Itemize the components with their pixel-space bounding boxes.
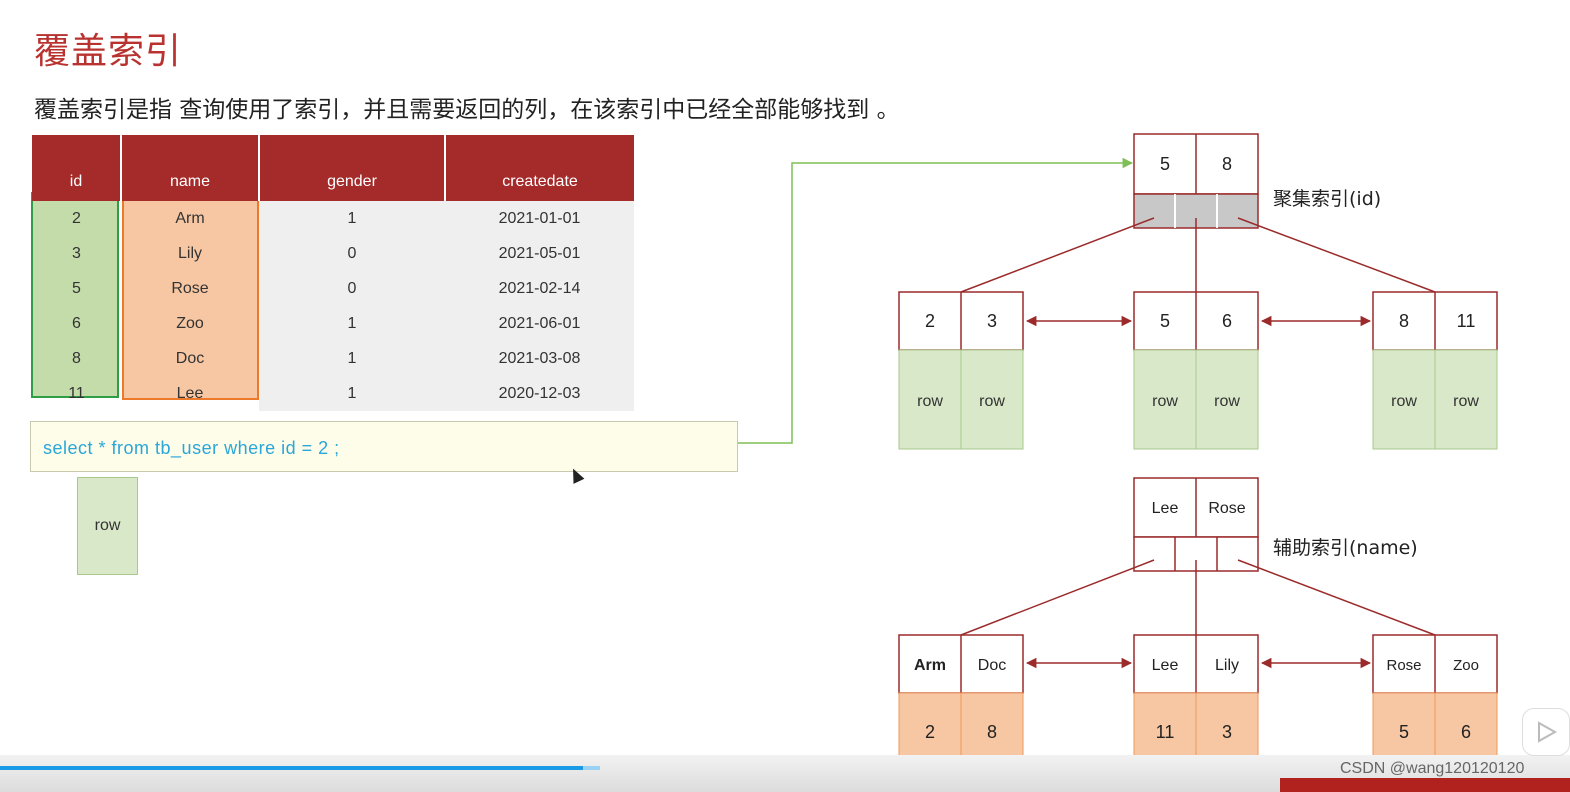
secondary-leaf-node: Arm Doc 2 8 bbox=[898, 634, 1024, 771]
cell-createdate: 2021-03-08 bbox=[445, 341, 634, 376]
clustered-index-label: 聚集索引(id) bbox=[1273, 188, 1382, 210]
cell-id: 8 bbox=[72, 349, 81, 367]
cell-id: 3 bbox=[72, 244, 81, 262]
leaf-value: 11 bbox=[1156, 722, 1175, 742]
cell-id: 2 bbox=[72, 209, 81, 227]
leaf-key: Lee bbox=[1152, 657, 1179, 674]
leaf-key: Arm bbox=[914, 657, 946, 674]
cell-gender: 1 bbox=[259, 306, 445, 341]
clustered-leaf-node: 8 11 row row bbox=[1372, 291, 1498, 450]
secondary-root-key: Rose bbox=[1208, 500, 1245, 517]
leaf-value: 6 bbox=[1461, 722, 1471, 742]
clustered-leaf-node: 5 6 row row bbox=[1133, 291, 1259, 450]
table-row: 6 Zoo 1 2021-06-01 bbox=[32, 306, 634, 341]
leaf-value: 3 bbox=[1222, 722, 1232, 742]
user-table: id name gender createdate 2 Arm 1 2021-0… bbox=[32, 135, 634, 411]
cell-name: Doc bbox=[175, 349, 205, 367]
header-id: id bbox=[32, 135, 122, 201]
leaf-value: row bbox=[979, 393, 1005, 410]
cell-id: 5 bbox=[72, 279, 81, 297]
secondary-index-tree: Lee Rose Arm Doc 2 8 Lee Lily 11 3 bbox=[898, 477, 1498, 771]
leaf-key: 11 bbox=[1457, 311, 1476, 331]
leaf-value: row bbox=[1391, 393, 1417, 410]
clustered-index-tree: 5 8 2 3 row row 5 6 row row bbox=[898, 133, 1498, 450]
leaf-key: Lily bbox=[1215, 657, 1239, 674]
sql-query-text: select * from tb_user where id = 2 ; bbox=[43, 438, 340, 458]
play-button[interactable] bbox=[1522, 708, 1570, 756]
sql-to-index-arrow bbox=[738, 157, 1134, 444]
leaf-key: 2 bbox=[925, 311, 935, 331]
leaf-key: Rose bbox=[1386, 657, 1421, 674]
cell-name: Zoo bbox=[176, 314, 204, 332]
page-title: 覆盖索引 bbox=[34, 31, 183, 72]
clustered-root-key: 5 bbox=[1160, 154, 1170, 174]
cell-createdate: 2020-12-03 bbox=[445, 376, 634, 411]
cell-createdate: 2021-06-01 bbox=[445, 306, 634, 341]
header-gender: gender bbox=[259, 135, 446, 201]
leaf-key: 6 bbox=[1222, 311, 1232, 331]
secondary-index-label: 辅助索引(name) bbox=[1273, 537, 1418, 559]
page-subtitle: 覆盖索引是指 查询使用了索引，并且需要返回的列，在该索引中已经全部能够找到 。 bbox=[34, 97, 900, 123]
cell-gender: 1 bbox=[259, 201, 445, 236]
cell-createdate: 2021-01-01 bbox=[445, 201, 634, 236]
table-row: 3 Lily 0 2021-05-01 bbox=[32, 236, 634, 271]
table-row: 8 Doc 1 2021-03-08 bbox=[32, 341, 634, 376]
cell-name: Lee bbox=[176, 384, 204, 402]
leaf-value: 8 bbox=[987, 722, 997, 742]
leaf-value: row bbox=[1214, 393, 1240, 410]
result-row: row bbox=[77, 477, 138, 575]
cell-id: 11 bbox=[68, 384, 85, 402]
video-buffer-bar bbox=[583, 766, 600, 770]
cell-name: Rose bbox=[171, 279, 209, 297]
cell-createdate: 2021-02-14 bbox=[445, 271, 634, 306]
leaf-value: row bbox=[1453, 393, 1479, 410]
header-name: name bbox=[121, 135, 260, 201]
watermark: CSDN @wang120120120 bbox=[1340, 760, 1525, 777]
cell-name: Arm bbox=[175, 209, 205, 227]
secondary-leaf-node: Rose Zoo 5 6 bbox=[1372, 634, 1498, 771]
leaf-key: 3 bbox=[987, 311, 997, 331]
clustered-root-node: 5 8 bbox=[1133, 133, 1259, 229]
header-createdate: createdate bbox=[445, 135, 634, 201]
leaf-key: 8 bbox=[1399, 311, 1409, 331]
play-icon bbox=[1538, 721, 1557, 743]
sql-query-box: select * from tb_user where id = 2 ; bbox=[30, 421, 738, 472]
secondary-root-node: Lee Rose bbox=[1133, 477, 1259, 572]
clustered-root-key: 8 bbox=[1222, 154, 1232, 174]
secondary-root-key: Lee bbox=[1152, 500, 1179, 517]
leaf-value: 2 bbox=[925, 722, 935, 742]
secondary-leaf-node: Lee Lily 11 3 bbox=[1133, 634, 1259, 771]
cell-gender: 0 bbox=[259, 236, 445, 271]
leaf-value: 5 bbox=[1399, 722, 1409, 742]
cell-createdate: 2021-05-01 bbox=[445, 236, 634, 271]
clustered-leaf-node: 2 3 row row bbox=[898, 291, 1024, 450]
cell-gender: 1 bbox=[259, 376, 445, 411]
cell-gender: 0 bbox=[259, 271, 445, 306]
leaf-key: 5 bbox=[1160, 311, 1170, 331]
cell-name: Lily bbox=[177, 244, 202, 262]
leaf-value: row bbox=[917, 393, 943, 410]
table-row: 5 Rose 0 2021-02-14 bbox=[32, 271, 634, 306]
banner-strip bbox=[1280, 778, 1570, 792]
table-row: 2 Arm 1 2021-01-01 bbox=[32, 201, 634, 236]
leaf-key: Zoo bbox=[1453, 657, 1479, 674]
leaf-key: Doc bbox=[978, 657, 1006, 674]
id-column-highlight bbox=[31, 192, 119, 398]
table-row: 11 Lee 1 2020-12-03 bbox=[32, 376, 634, 411]
cell-gender: 1 bbox=[259, 341, 445, 376]
video-progress-bar[interactable] bbox=[0, 766, 583, 770]
cell-id: 6 bbox=[72, 314, 81, 332]
leaf-value: row bbox=[1152, 393, 1178, 410]
